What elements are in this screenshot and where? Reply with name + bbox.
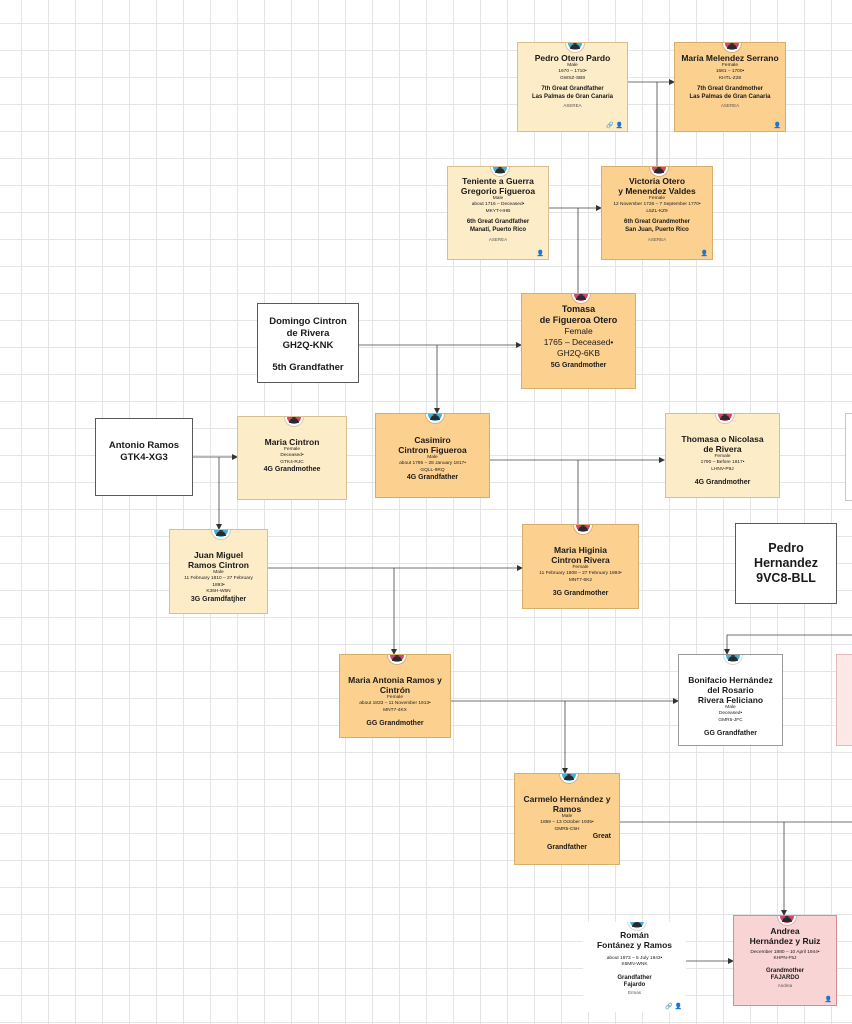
person-card-carmelo-hernandez-ramos[interactable]: Carmelo Hernández y Ramos Male 1859 – 13… [514,773,620,865]
person-note: Ermas [627,989,641,995]
person-meta: Male about 1795 – 28 January 1817• GQLL-… [399,455,466,473]
person-name: Román Fontánez y Ramos [596,930,673,950]
person-relation-part2: Grandfather [546,843,588,851]
person-name: Tomasa de Figueroa Otero [539,304,618,325]
person-card-pedro-otero-pardo[interactable]: Pedro Otero Pardo Male 1670 – 1710• GWSZ… [517,42,628,132]
person-note: ASEREA [488,237,508,243]
person-meta: December 1880 – 10 April 1944• KHPN-F5J [750,950,820,962]
person-relation: Grandmother FAJARDO [765,967,804,982]
person-name: Thomasa o Nicolasa de Rivera [681,434,764,454]
person-relation: GG Grandmother [366,720,424,728]
person-card-casimiro-cintron-figueroa[interactable]: Casimiro Cintron Figueroa Male about 179… [375,413,490,498]
female-avatar-icon [571,294,590,303]
person-card-bonifacio-hernandez[interactable]: Bonifacio Hernández del Rosario Rivera F… [678,654,783,746]
female-avatar-icon [573,525,592,534]
person-name: Andrea Hernández y Ruiz [749,926,821,946]
person-card-maria-higinia-cintron-rivera[interactable]: Maria Higinia Cintron Rivera Female 11 F… [522,524,639,609]
person-meta: Female Deceased• GTK4-RJC [280,447,304,465]
person-card-maria-melendez-serrano[interactable]: María Melendez Serrano Female 1681 – 170… [674,42,786,132]
person-card-maria-antonia-ramos-cintron[interactable]: Maria Antonia Ramos y Cintrón Female abo… [339,654,451,738]
person-card-maria-cintron[interactable]: Maria Cintron Female Deceased• GTK4-RJC … [237,416,347,500]
person-name: Victoria Otero y Menendez Valdes [618,176,696,196]
person-meta: Female 1765 – Deceased• GH2Q-6KB [543,326,614,358]
person-relation: 4G Grandfather [406,474,459,482]
link-and-person-icons[interactable]: 🔗 👤 [665,1004,682,1010]
person-card-pedro-hernandez[interactable]: Pedro Hernandez 9VC8-BLL [735,523,837,604]
person-name: Domingo Cintron de Rivera GH2Q-KNK [269,316,347,351]
person-relation: 7th Great Grandmother Las Palmas de Gran… [689,86,771,100]
person-card-offscreen-right[interactable] [845,413,852,501]
link-and-person-icons[interactable]: 🔗 👤 [606,123,623,129]
person-meta: Male 1859 – 13 October 1935• GMR5-C5H [540,814,594,832]
person-card-antonio-ramos[interactable]: Antonio Ramos GTK4-XG3 [95,418,193,496]
person-note: ASEREA [647,237,667,243]
person-meta: Female 1681 – 1700• KHTL-Z28 [715,63,745,81]
person-card-tomasa-figueroa-otero[interactable]: Tomasa de Figueroa Otero Female 1765 – D… [521,293,636,389]
person-card-thomasa-nicolasa-de-rivera[interactable]: Thomasa o Nicolasa de Rivera Female 1790… [665,413,780,498]
male-avatar-icon [211,530,230,539]
person-card-juan-miguel-ramos-cintron[interactable]: Juan Miguel Ramos Cintron Male 11 Februa… [169,529,268,614]
person-relation: 6th Great Grandmother San Juan, Puerto R… [623,219,690,233]
person-icon[interactable]: 👤 [536,251,544,257]
person-relation: 4G Grandmothee [263,466,321,474]
person-meta: Male 11 February 1810 – 27 February 1893… [184,570,253,595]
person-card-andrea-hernandez-ruiz[interactable]: Andrea Hernández y Ruiz December 1880 – … [733,915,837,1006]
person-name: Maria Cintron [264,437,320,447]
male-avatar-icon [723,655,742,664]
person-meta: Female about 1833 – 11 November 1913• MN… [359,695,431,713]
person-relation-part1: Great [592,833,611,841]
person-name: Teniente a Guerra Gregorio Figueroa [460,176,536,196]
person-relation: 5th Grandfather [272,362,344,373]
person-name: Carmelo Hernández y Ramos [523,794,611,814]
person-meta: Male 1670 – 1710• GWSZ-SB8 [558,63,587,81]
person-meta: Female 12 November 1726 – 7 September 17… [613,196,701,214]
person-card-teniente-gregorio-figueroa[interactable]: Teniente a Guerra Gregorio Figueroa Male… [447,166,549,260]
person-relation: 4G Grandmother [694,479,751,487]
person-meta: Female 11 February 1808 – 27 February 18… [539,565,622,583]
person-meta: Male Deceased• GMR5-JFC [718,705,743,723]
male-avatar-icon [425,414,444,423]
person-card-victoria-otero[interactable]: Victoria Otero y Menendez Valdes Female … [601,166,713,260]
person-note: ASEREA [720,103,740,109]
female-avatar-icon [715,414,734,423]
person-name: Bonifacio Hernández del Rosario Rivera F… [688,675,773,705]
person-icon[interactable]: 👤 [824,997,832,1003]
person-note: ASEREA [563,103,582,109]
person-meta: Male about 1716 – Deceased• MKYT-HHB [471,196,525,214]
person-relation: GG Grandfather [704,730,757,738]
person-relation: 5G Grandmother [550,362,607,369]
person-name: Juan Miguel Ramos Cintron [188,550,249,570]
person-meta: Female 1790 – Before 1817• LHNV-P9J [700,454,745,472]
person-name: Maria Antonia Ramos y Cintrón [348,675,442,695]
person-card-offscreen-right-pink[interactable] [836,654,852,746]
person-name: Maria Higinia Cintron Rivera [551,545,610,565]
person-relation: Grandfather Fajardo [617,974,652,989]
person-name: Pedro Otero Pardo [534,53,611,63]
person-card-roman-fontanez-ramos[interactable]: Román Fontánez y Ramos about 1873 – 5 Ju… [583,922,686,1012]
person-icon[interactable]: 👤 [700,251,708,257]
person-note: Andrea [777,982,793,988]
person-card-domingo-cintron[interactable]: Domingo Cintron de Rivera GH2Q-KNK 5th G… [257,303,359,383]
person-relation: 3G Grandmother [552,590,609,598]
person-name: Pedro Hernandez 9VC8-BLL [754,541,818,585]
person-icon[interactable]: 👤 [773,123,781,129]
person-relation: 3G Gramdfatjher [190,595,247,603]
person-name: Casimiro Cintron Figueroa [398,435,467,455]
person-relation: 7th Great Grandfather Las Palmas de Gran… [531,86,614,100]
person-relation: 6th Great Grandfather Manatí, Puerto Ric… [466,219,530,233]
male-avatar-icon [565,43,584,52]
person-name: Antonio Ramos GTK4-XG3 [108,440,180,463]
person-meta: about 1873 – 5 July 1943• K6MN-WNK [606,956,663,968]
person-name: María Melendez Serrano [681,53,779,63]
